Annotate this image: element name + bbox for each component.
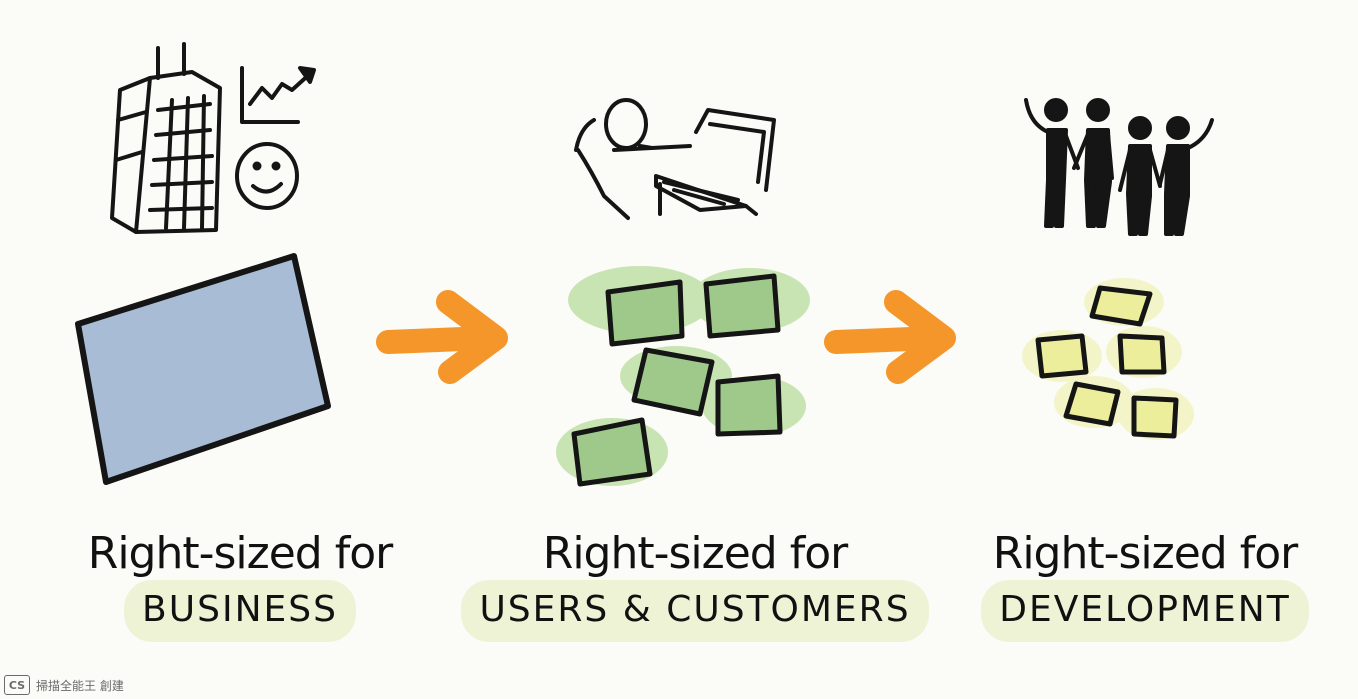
- user-at-laptop-icon: [574, 98, 776, 220]
- caption-dev-line1: Right-sized for: [992, 528, 1298, 579]
- dev-notes-cluster: [1022, 278, 1194, 440]
- caption-users-customers: Right-sized for USERS & CUSTOMERS: [455, 528, 935, 642]
- arrow-right-icon: [376, 290, 508, 384]
- business-block: [75, 253, 331, 485]
- caption-business-line1: Right-sized for: [87, 528, 393, 579]
- smiley-icon: [235, 142, 299, 210]
- scanner-watermark: CS 掃描全能王 創建: [4, 675, 124, 695]
- caption-dev-line2: DEVELOPMENT: [981, 580, 1309, 642]
- caption-business-line2: BUSINESS: [124, 580, 356, 642]
- building-icon: [110, 42, 222, 234]
- user-notes-cluster: [556, 266, 810, 487]
- caption-business: Right-sized for BUSINESS: [60, 528, 420, 642]
- growth-chart-icon: [240, 66, 316, 124]
- caption-users-line1: Right-sized for: [542, 528, 848, 579]
- scanner-logo-icon: CS: [4, 675, 30, 695]
- watermark-text: 掃描全能王 創建: [36, 678, 124, 693]
- arrow-right-icon-2: [824, 290, 956, 384]
- team-icon: [1024, 98, 1214, 236]
- caption-development: Right-sized for DEVELOPMENT: [960, 528, 1330, 642]
- caption-users-line2: USERS & CUSTOMERS: [461, 580, 929, 642]
